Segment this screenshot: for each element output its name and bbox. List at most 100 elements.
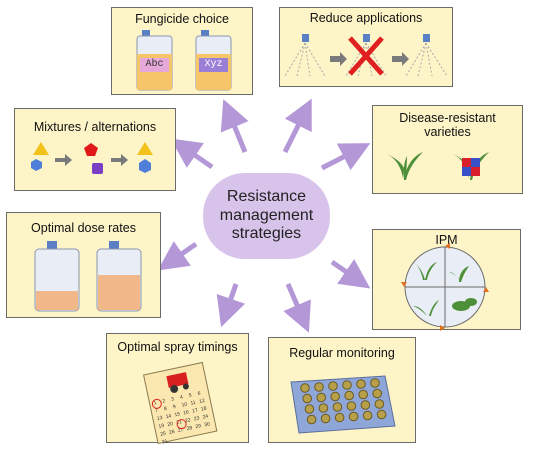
calendar-day: 16	[183, 409, 190, 416]
plate-well	[348, 411, 359, 422]
calendar-day: 18	[200, 406, 207, 413]
plate-well	[306, 414, 317, 425]
mixtures-title: Mixtures / alternations	[33, 120, 157, 134]
mixtures-shapes-illustration	[31, 142, 153, 174]
monitoring-title: Regular monitoring	[289, 346, 395, 360]
arrow-to-mixtures	[170, 138, 214, 170]
bottle-low-dose-icon	[34, 241, 80, 312]
calendar-day: 31	[161, 438, 168, 444]
calendar-day: 30	[204, 421, 211, 428]
ipm-box: IPM	[372, 229, 521, 331]
plate-well	[334, 412, 345, 423]
dose-bottles-illustration	[34, 241, 142, 312]
calendar-day: 1	[153, 400, 157, 406]
plate-well	[314, 382, 324, 392]
plate-well	[362, 410, 373, 421]
plate-well	[374, 399, 385, 409]
plate-well	[376, 409, 387, 420]
calendar-day: 21	[176, 419, 183, 426]
calendar-day: 24	[202, 413, 209, 420]
bottle-abc-icon	[136, 30, 173, 91]
calendar-day: 14	[165, 413, 172, 420]
cross-icon	[348, 36, 384, 76]
monitoring-box: Regular monitoring	[268, 337, 416, 443]
resistant-plants-illustration	[387, 152, 489, 180]
calendar-day: 13	[156, 415, 163, 422]
calendar-day: 17	[192, 408, 199, 415]
arrow-to-spray-timings	[216, 283, 246, 328]
calendar-day: 20	[167, 421, 174, 428]
bottle-label-abc: Abc	[145, 59, 164, 70]
plate-well	[342, 380, 352, 390]
arrow-to-ipm	[330, 259, 371, 289]
calendar-day: 5	[188, 392, 192, 398]
calendar-day: 12	[199, 398, 206, 405]
dose-rates-title: Optimal dose rates	[31, 221, 136, 235]
calendar-day: 22	[185, 417, 192, 424]
spray-nozzles-illustration	[284, 34, 448, 77]
plate-well	[370, 378, 380, 388]
calendar-day: 7	[155, 408, 159, 414]
plate-well	[330, 391, 340, 402]
plate-well	[318, 403, 329, 413]
calendar-day: 19	[158, 423, 165, 430]
sample-plate-illustration	[290, 375, 396, 434]
disease-resistant-title: Disease-resistant varieties	[399, 111, 496, 140]
calendar-day: 11	[190, 400, 197, 407]
calendar-day: 23	[193, 415, 200, 422]
plate-well	[328, 381, 338, 391]
calendar-day: 29	[195, 423, 202, 430]
calendar-day: 26	[169, 429, 176, 436]
plate-well	[300, 383, 310, 393]
plate-well	[304, 404, 315, 414]
plate-well	[346, 401, 357, 411]
calendar-day: 9	[172, 404, 176, 410]
ipm-cycle-illustration	[401, 243, 489, 331]
disease-resistant-box: Disease-resistant varieties	[372, 105, 523, 194]
arrow-to-monitoring	[283, 283, 311, 333]
fungicide-choice-box: Fungicide choice Abc Xyz	[111, 7, 253, 95]
bottle-high-dose-icon	[96, 241, 142, 312]
tractor-icon	[166, 372, 189, 393]
arrow-to-dose-rates	[157, 241, 198, 271]
reduce-applications-box: Reduce applications	[279, 7, 453, 87]
plate-well	[356, 379, 366, 389]
resistant-plant-icon	[453, 152, 489, 180]
center-node: Resistance management strategies	[203, 173, 330, 259]
arrow-to-disease-resistant	[320, 143, 371, 171]
plate-well	[320, 413, 331, 424]
calendar-day: 6	[197, 391, 201, 397]
calendar-day: 28	[186, 425, 193, 432]
plate-well	[372, 388, 382, 399]
dose-rates-box: Optimal dose rates	[6, 212, 161, 318]
plate-well	[360, 400, 371, 410]
calendar-day: 4	[180, 394, 184, 400]
calendar-day: 25	[160, 431, 167, 438]
fungicide-bottles-illustration	[136, 30, 232, 91]
plate-well	[302, 393, 313, 404]
mixtures-box: Mixtures / alternations	[14, 108, 176, 191]
spray-timings-title: Optimal spray timings	[117, 340, 238, 354]
calendar-day: 8	[164, 406, 168, 412]
bottle-label-xyz: Xyz	[204, 59, 223, 70]
reduce-applications-title: Reduce applications	[309, 11, 423, 25]
plate-well	[344, 390, 354, 401]
bottle-xyz-icon	[195, 30, 232, 91]
plant-icon	[387, 152, 423, 180]
calendar-day: 15	[174, 411, 181, 418]
plate-well	[316, 392, 327, 403]
plate-well	[332, 402, 343, 412]
ipm-title: IPM	[435, 233, 458, 247]
calendar-day: 10	[181, 402, 188, 409]
arrow-to-reduce-applications	[282, 98, 312, 154]
calendar-day: 27	[177, 427, 184, 434]
arrow-to-fungicide-choice	[220, 99, 249, 153]
center-title: Resistance management strategies	[219, 187, 314, 243]
calendar-day: 2	[162, 398, 166, 404]
fungicide-choice-title: Fungicide choice	[135, 12, 229, 26]
plate-well	[358, 389, 368, 400]
calendar-day: 3	[171, 396, 175, 402]
